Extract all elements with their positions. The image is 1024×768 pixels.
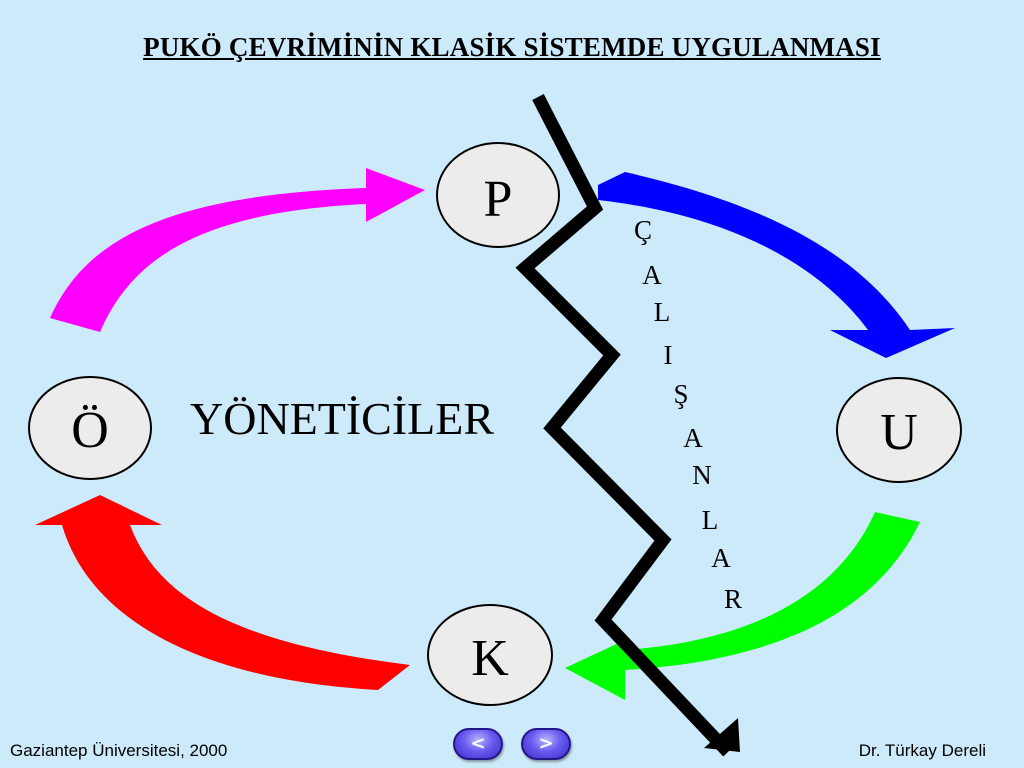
node-u-label: U [880,404,918,461]
footer-university: Gaziantep Üniversitesi, 2000 [10,741,228,760]
vertical-letter: A [642,260,662,290]
yoneticiler-label: YÖNETİCİLER [190,393,495,444]
arrow-o-to-p [50,168,425,332]
vertical-letter: A [711,543,731,573]
node-p: P [436,142,560,248]
arrow-u-to-k [565,512,920,700]
next-slide-button[interactable]: > [521,728,571,760]
slide-title: PUKÖ ÇEVRİMİNİN KLASİK SİSTEMDE UYGULANM… [143,32,881,62]
vertical-letter: R [723,584,742,614]
node-k-label: K [471,630,509,687]
lightning-divider [515,94,733,757]
vertical-letter: L [701,505,719,535]
vertical-letter: L [653,297,671,327]
vertical-letter: I [663,340,673,370]
vertical-letter: Ç [633,215,652,245]
arrow-k-to-o [35,495,410,690]
node-o-label: Ö [71,402,109,459]
node-o: Ö [28,376,152,480]
footer-author: Dr. Türkay Dereli [858,741,986,760]
node-p-label: P [484,171,513,228]
vertical-letter: Ş [673,379,689,409]
previous-slide-button[interactable]: < [453,728,503,760]
node-u: U [836,377,962,483]
vertical-letter: N [692,460,712,490]
lightning-arrowhead [704,718,740,752]
arrow-p-to-u [598,172,955,358]
vertical-letter: A [683,423,703,453]
node-k: K [427,604,553,706]
